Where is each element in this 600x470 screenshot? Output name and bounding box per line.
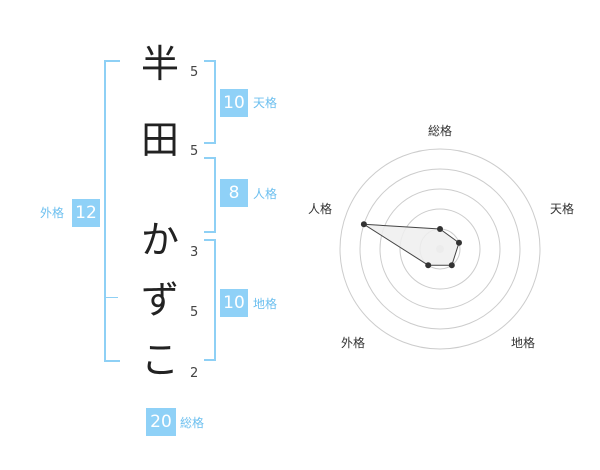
name-char-3: か (140, 218, 179, 262)
radar-grid-ring (379, 188, 501, 310)
gaikaku-label: 外格 (40, 206, 65, 220)
stroke-count-1: 5 (190, 65, 199, 80)
tenkaku-label: 天格 (253, 96, 278, 110)
soukaku-label: 総格 (180, 416, 205, 430)
gaikaku-value: 12 (72, 199, 100, 227)
name-char-4: ず (140, 278, 179, 322)
radar-axis-label-tenkaku: 天格 (550, 202, 575, 216)
radar-point-3 (448, 262, 455, 269)
stroke-count-5: 2 (190, 366, 199, 381)
radar-grid-ring (399, 208, 481, 290)
radar-point-1 (437, 226, 443, 232)
gaikaku-bracket (104, 60, 120, 362)
radar-axis-label-soukaku: 総格 (428, 124, 453, 138)
stroke-count-4: 5 (190, 305, 199, 320)
radar-series-area (363, 223, 460, 266)
tenkaku-value: 10 (220, 89, 248, 117)
radar-point-2 (456, 239, 462, 246)
jinkaku-label: 人格 (253, 187, 278, 201)
name-char-5: こ (140, 338, 179, 382)
stroke-count-2: 5 (190, 144, 199, 159)
radar-point-4 (425, 262, 432, 269)
chikaku-label: 地格 (253, 297, 278, 311)
radar-grid-ring (359, 168, 521, 330)
tenkaku-bracket (204, 60, 216, 144)
stroke-count-3: 3 (190, 245, 199, 260)
name-char-1: 半 (140, 42, 179, 86)
name-char-2: 田 (140, 118, 179, 162)
gaikaku-bracket-tick (104, 297, 118, 298)
radar-point-5 (360, 221, 367, 228)
jinkaku-value: 8 (220, 179, 248, 207)
chikaku-bracket (204, 239, 216, 361)
soukaku-value: 20 (146, 408, 176, 436)
radar-axis-label-jinkaku: 人格 (308, 202, 333, 216)
jinkaku-bracket (204, 157, 216, 233)
radar-axis-label-gaikaku: 外格 (341, 336, 366, 350)
radar-axis-label-chikaku: 地格 (511, 336, 536, 350)
radar-grid-ring (339, 148, 541, 350)
chikaku-value: 10 (220, 289, 248, 317)
